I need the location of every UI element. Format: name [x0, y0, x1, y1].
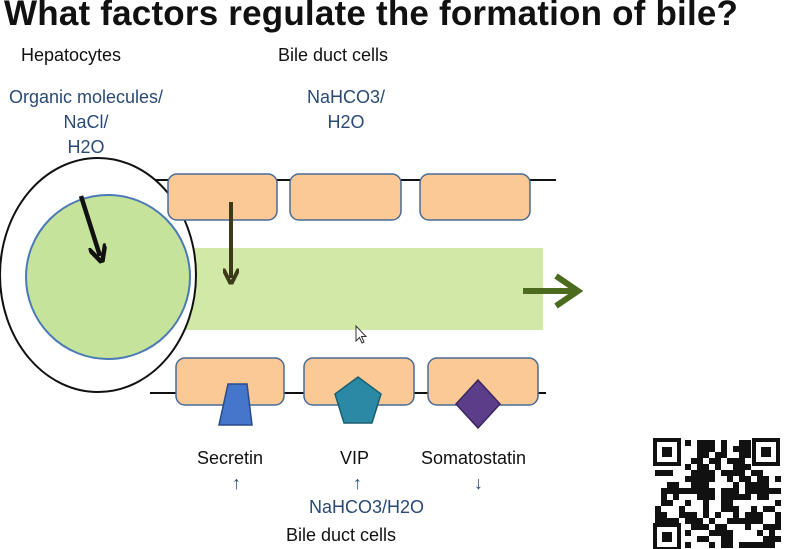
duct-cell-top-2: [289, 173, 402, 221]
secretin-effect-icon: ↑: [232, 473, 241, 493]
vip-effect-icon: ↑: [353, 473, 362, 493]
bile-duct-cells-top-label: Bile duct cells: [278, 45, 389, 65]
qr-code-icon: [653, 438, 781, 549]
hepatocyte-secretions: Organic molecules/ NaCl/ H2O: [0, 85, 186, 160]
duct-cell-top-1: [167, 173, 278, 221]
duct-lumen: [186, 248, 543, 330]
secretion-line-1: Organic molecules/: [8, 87, 164, 107]
duct-secretion-line-2: H2O: [327, 112, 365, 132]
duct-secretions: NaHCO3/ H2O: [286, 85, 406, 135]
secretin-label: Secretin: [197, 448, 264, 468]
vip-effect-note: NaHCO3/H2O: [309, 497, 425, 517]
somatostatin-label: Somatostatin: [421, 448, 527, 468]
hepatocyte-nucleus: [25, 194, 191, 360]
hepatocytes-label: Hepatocytes: [21, 45, 122, 65]
duct-cell-top-3: [419, 173, 531, 221]
secretin-receptor-icon: [218, 383, 253, 426]
somatostatin-receptor-icon: [454, 378, 502, 430]
bile-flow-arrow-icon: [554, 273, 584, 309]
duct-secretion-line-1: NaHCO3/: [306, 87, 386, 107]
hepatocyte-secretion-arrow-icon: [78, 195, 100, 256]
secretion-line-2: NaCl/: [63, 112, 109, 132]
mouse-cursor-icon: [355, 324, 368, 344]
vip-receptor-icon: [334, 376, 382, 424]
secretion-line-3: H2O: [67, 137, 105, 157]
page-title: What factors regulate the formation of b…: [4, 0, 739, 33]
bile-duct-cells-bottom-label: Bile duct cells: [286, 525, 397, 545]
somatostatin-effect-icon: ↓: [474, 473, 483, 493]
vip-label: VIP: [340, 448, 370, 468]
